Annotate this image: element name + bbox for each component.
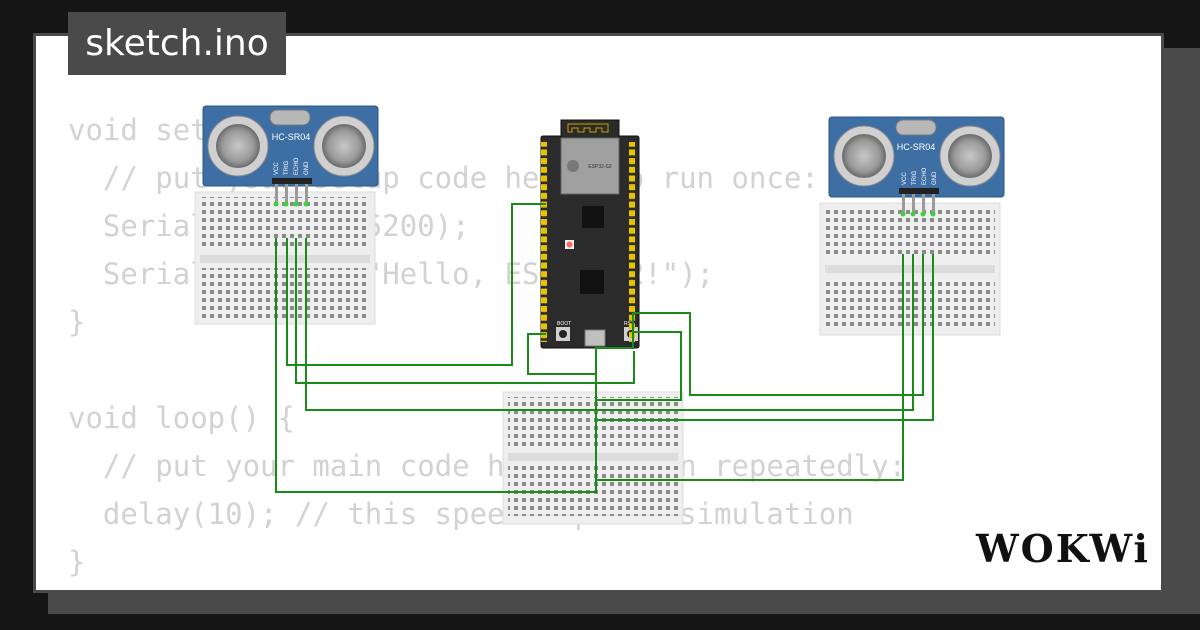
wire — [286, 203, 546, 366]
breadboard-right — [819, 202, 1001, 336]
code-line: delay(10); // this speeds up the simulat… — [68, 497, 854, 531]
sensor-label: HC-SR04 — [897, 142, 936, 152]
ultrasonic-sensor-right[interactable]: HC-SR04 VCC TRIG ECHO GND — [828, 116, 1005, 217]
file-tab[interactable]: sketch.ino — [68, 12, 286, 75]
breadboard-left — [194, 191, 376, 325]
wire — [295, 238, 635, 384]
pin-label-gnd: GND — [932, 171, 938, 185]
pin-label-gnd: GND — [304, 161, 310, 175]
boot-button-label: BOOT — [557, 321, 571, 327]
esp32-board[interactable]: ESP32-S2 BOOT RST — [540, 119, 640, 349]
pin-label-vcc: VCC — [902, 172, 908, 185]
wire — [596, 254, 934, 421]
wire — [527, 333, 596, 375]
code-line: } — [68, 545, 86, 579]
code-line: void loop() { — [68, 401, 295, 435]
code-line: } — [68, 305, 86, 339]
pin-label-vcc: VCC — [274, 162, 280, 175]
wiring — [275, 203, 934, 493]
pin-label-trig: TRIG — [912, 170, 918, 185]
pin-label-trig: TRIG — [284, 160, 290, 175]
pin-label-echo: ECHO — [294, 157, 300, 175]
wire — [633, 254, 924, 396]
chip-label: ESP32-S2 — [588, 164, 612, 170]
breadboard-bottom — [502, 391, 684, 525]
wire — [305, 238, 914, 411]
wire — [596, 254, 904, 481]
wokwi-logo: WOKWi — [976, 526, 1150, 571]
ultrasonic-sensor-left[interactable]: HC-SR04 VCC TRIG ECHO GND — [202, 105, 379, 207]
sensor-label: HC-SR04 — [272, 132, 311, 142]
pin-header-left — [541, 142, 552, 342]
wire — [596, 331, 682, 401]
pin-header-right — [628, 142, 639, 342]
pin-label-echo: ECHO — [922, 167, 928, 185]
